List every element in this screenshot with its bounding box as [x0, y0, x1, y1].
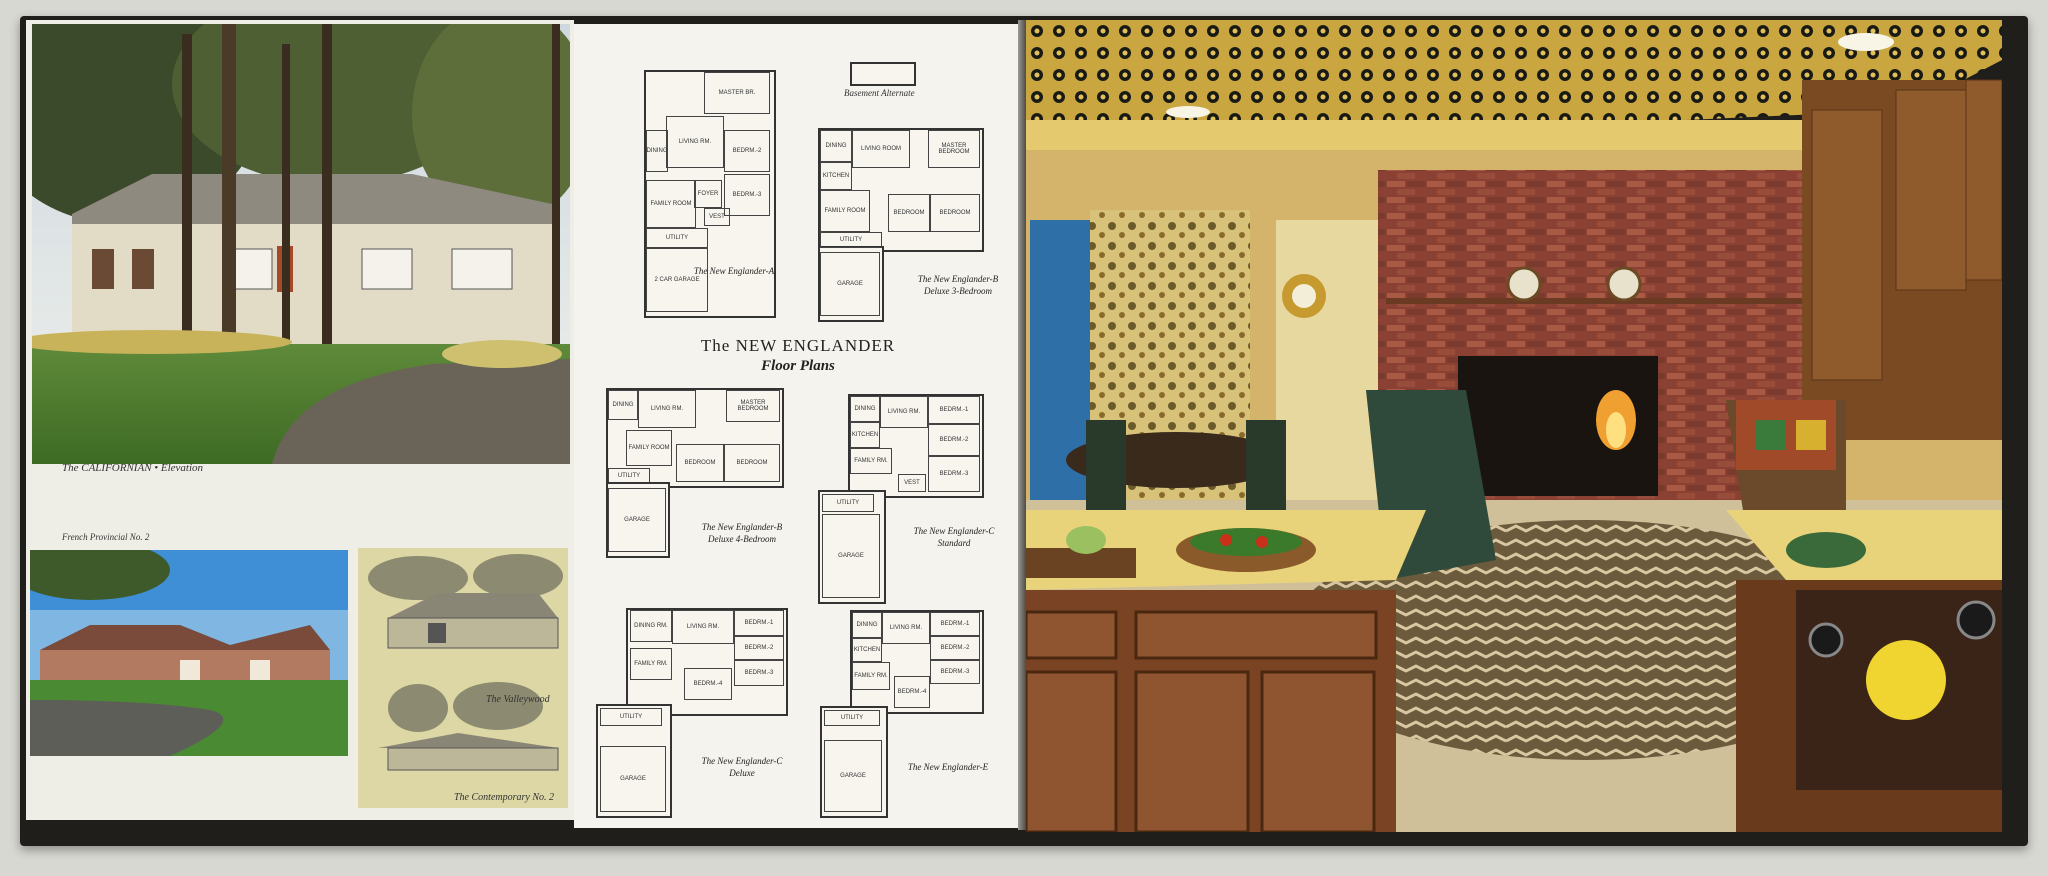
- plan-cs-room: KITCHEN: [850, 422, 880, 448]
- plan-cd-room: BEDRM.-2: [734, 636, 784, 660]
- plan-b4-room: FAMILY ROOM: [626, 430, 672, 466]
- plan-cs-room: GARAGE: [822, 514, 880, 598]
- basement-alternate-label: Basement Alternate: [844, 88, 915, 98]
- plan-b3-room: BEDROOM: [930, 194, 980, 232]
- plan-a-room: MASTER BR.: [704, 72, 770, 114]
- plan-cd-title: The New Englander-C Deluxe: [701, 756, 783, 778]
- french-provincial-caption: French Provincial No. 2: [62, 532, 150, 542]
- plan-e-room: BEDRM.-4: [894, 676, 930, 708]
- plan-b3-room: GARAGE: [820, 252, 880, 316]
- plan-a-room: 2 CAR GARAGE: [646, 248, 708, 312]
- plan-cs-room: BEDRM.-1: [928, 396, 980, 424]
- plan-e-room: BEDRM.-2: [930, 636, 980, 660]
- family-room-kitchen-illustration: [1026, 20, 2002, 832]
- plan-b3-room: LIVING ROOM: [852, 130, 910, 168]
- plan-b3-title: The New Englander-B Deluxe 3-Bedroom: [917, 274, 999, 296]
- plan-cs-room: UTILITY: [822, 494, 874, 512]
- floor-plans-heading: The NEW ENGLANDER: [700, 336, 896, 355]
- plan-cs-title: The New Englander-C Standard: [913, 526, 995, 548]
- plan-cs-room: BEDRM.-2: [928, 424, 980, 456]
- plan-a-title: The New Englander-A: [693, 266, 775, 276]
- plan-b3-garage-outline: [818, 246, 884, 322]
- plan-cd-outline: [626, 608, 788, 716]
- plan-b3-room: FAMILY ROOM: [820, 190, 870, 232]
- floor-plans-page: The NEW ENGLANDER Floor Plans Basement A…: [574, 24, 1022, 828]
- basement-alternate-plan: [850, 62, 916, 86]
- book-spine: [1018, 20, 1028, 830]
- plan-cd-room: DINING RM.: [630, 610, 672, 642]
- plan-cs-room: DINING: [850, 396, 880, 422]
- plan-e-garage-outline: [820, 706, 888, 818]
- plan-a-room: UTILITY: [646, 228, 708, 248]
- house-sketches-illustration: [368, 554, 563, 771]
- plan-cd-room: GARAGE: [600, 746, 666, 812]
- plan-new-englander-c-deluxe: DINING RM. LIVING RM. BEDRM.-1 FAMILY RM…: [596, 608, 788, 818]
- plan-a-room: VEST: [704, 208, 730, 226]
- french-provincial-house-illustration: [30, 550, 348, 756]
- contemporary-caption: The Contemporary No. 2: [454, 792, 554, 803]
- plan-b4-room: BEDROOM: [676, 444, 724, 482]
- plan-cs-room: LIVING RM.: [880, 396, 928, 428]
- plan-b3-room: MASTER BEDROOM: [928, 130, 980, 168]
- plan-a-room: FOYER: [694, 180, 722, 208]
- californian-caption: The CALIFORNIAN • Elevation: [62, 462, 204, 474]
- plan-e-room: BEDRM.-1: [930, 612, 980, 636]
- plan-cs-outline: [848, 394, 984, 498]
- plan-new-englander-c-standard: DINING LIVING RM. BEDRM.-1 KITCHEN BEDRM…: [818, 394, 984, 604]
- plan-cs-room: FAMILY RM.: [850, 448, 892, 474]
- plan-e-room: LIVING RM.: [882, 612, 930, 644]
- plan-b3-room: DINING: [820, 130, 852, 162]
- plan-new-englander-e: DINING LIVING RM. BEDRM.-1 KITCHEN FAMIL…: [820, 610, 984, 818]
- plan-b4-room: GARAGE: [608, 488, 666, 552]
- plan-b4-room: MASTER BEDROOM: [726, 390, 780, 422]
- plan-cd-room: UTILITY: [600, 708, 662, 726]
- valleywood-caption: The Valleywood: [486, 694, 550, 705]
- plan-a-room: BEDRM.-2: [724, 130, 770, 172]
- plan-a-room: FAMILY ROOM: [646, 180, 696, 228]
- californian-house-illustration: [32, 24, 570, 464]
- plan-b4-room: LIVING RM.: [638, 390, 696, 428]
- plan-b4-room: BEDROOM: [724, 444, 780, 482]
- plan-cd-room: FAMILY RM.: [630, 648, 672, 680]
- plan-a-room: DINING: [646, 130, 668, 172]
- plan-e-room: KITCHEN: [852, 638, 882, 662]
- plan-cd-garage-outline: [596, 704, 672, 818]
- plan-new-englander-a: MASTER BR. DINING LIVING RM. FAMILY ROOM…: [644, 70, 776, 318]
- plan-b3-room: UTILITY: [820, 232, 882, 248]
- plan-e-room: FAMILY RM.: [852, 662, 890, 690]
- plan-cd-room: LIVING RM.: [672, 610, 734, 644]
- plan-b4-title: The New Englander-B Deluxe 4-Bedroom: [701, 522, 783, 544]
- plan-e-title: The New Englander-E: [907, 762, 989, 772]
- plan-b3-room: KITCHEN: [820, 162, 852, 190]
- plan-b3-room: BEDROOM: [888, 194, 930, 232]
- plan-cd-room: BEDRM.-3: [734, 660, 784, 686]
- californian-house-photo: [32, 24, 570, 464]
- plan-cd-room: BEDRM.-1: [734, 610, 784, 636]
- plan-cs-room: BEDRM.-3: [928, 456, 980, 492]
- sketch-panel: The Valleywood The Contemporary No. 2: [358, 548, 568, 808]
- plan-a-room: LIVING RM.: [666, 116, 724, 168]
- plan-e-room: BEDRM.-3: [930, 660, 980, 684]
- family-room-kitchen-photo: [1026, 20, 2002, 832]
- plan-a-room: BEDRM.-3: [724, 174, 770, 216]
- plan-cd-room: BEDRM.-4: [684, 668, 732, 700]
- left-page: The CALIFORNIAN • Elevation French Provi…: [26, 20, 574, 820]
- plan-cs-room: VEST: [898, 474, 926, 492]
- plan-a-outline: [644, 70, 776, 318]
- plan-e-room: GARAGE: [824, 740, 882, 812]
- plan-new-englander-b-4br: DINING LIVING RM. MASTER BEDROOM FAMILY …: [606, 388, 784, 564]
- plan-b4-room: DINING: [608, 390, 638, 420]
- french-provincial-photo: [30, 550, 348, 756]
- plan-new-englander-b-3br: DINING LIVING ROOM MASTER BEDROOM KITCHE…: [818, 128, 984, 322]
- plan-e-room: UTILITY: [824, 710, 880, 726]
- plan-e-room: DINING: [852, 612, 882, 638]
- floor-plans-subheading: Floor Plans: [761, 358, 835, 374]
- plan-b4-garage-outline: [606, 482, 670, 558]
- plan-cs-garage-outline: [818, 490, 886, 604]
